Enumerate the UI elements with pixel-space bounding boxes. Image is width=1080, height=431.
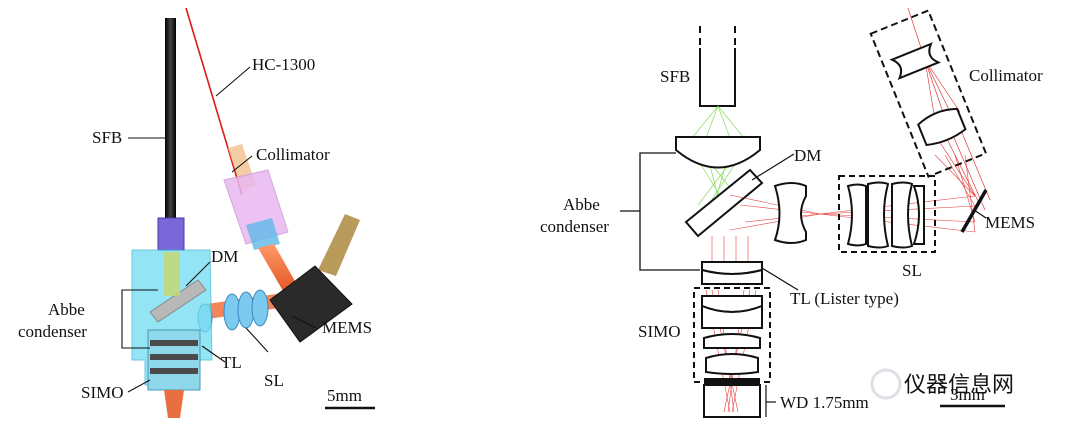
label-mems: MEMS [322,318,372,337]
left-render: SFB HC-1300 Collimator DM Abbe condenser… [18,7,375,418]
watermark-logo-icon [870,368,902,400]
internal-beam [164,252,180,296]
dm-leader [185,261,211,287]
wd-gap [703,384,761,418]
sl-doublet [773,182,807,244]
sfb-tube [699,26,736,107]
label-abbe-2: condenser [18,322,87,341]
right-schematic: SFB Collimator DM Abbe condenser MEMS SL… [540,7,1043,418]
collimator-lens [246,218,280,250]
label-collimator-2d: Collimator [969,66,1043,85]
left-scale-bar: 5mm [325,386,375,410]
watermark: 仪器信息网 [870,368,1014,400]
label-sl: SL [264,371,284,390]
sfb-connector [157,217,185,251]
collimator-leader [231,155,253,173]
mems-leader [291,315,317,329]
label-sl-2d: SL [902,261,922,280]
label-collimator: Collimator [256,145,330,164]
collimator-box [869,9,988,178]
sl-box [838,175,936,253]
hc1300-leader [215,66,251,97]
right-scale-bar: 3mm [940,385,1005,408]
abbe-bracket-2d [639,152,700,271]
abbe-bracket [121,289,158,349]
label-sfb: SFB [92,128,122,147]
mems-flex [318,214,360,276]
mems-leader-2d [973,209,987,219]
condenser-lens [675,136,761,169]
simo-lenses [701,295,763,375]
label-tl-2d: TL (Lister type) [790,289,899,308]
objective-tip [704,378,760,384]
dm-plate [149,279,207,323]
label-abbe-1: Abbe [48,300,85,319]
watermark-text: 仪器信息网 [904,372,1014,397]
dm-leader-2d [751,153,795,181]
label-mems-2d: MEMS [985,213,1035,232]
sl-leader [245,327,269,353]
label-simo: SIMO [81,383,124,402]
label-hc1300: HC-1300 [252,55,315,74]
tl-leader [201,345,226,363]
label-sfb-2d: SFB [660,67,690,86]
label-wd-2d: WD 1.75mm [780,393,869,412]
simo-leader [127,379,151,393]
label-abbe-2d-1: Abbe [563,195,600,214]
sfb-fiber [165,18,176,218]
left-scale-text: 5mm [327,386,362,405]
simo-stack [147,329,201,418]
dm-plate-2d [684,168,764,238]
simo-box [693,287,771,383]
label-abbe-2d-2: condenser [540,217,609,236]
beam-to-mems [258,244,300,296]
mems-mirror [960,189,988,233]
hc1300-fiber [185,7,243,196]
label-tl: TL [221,353,242,372]
right-scale-text: 3mm [950,385,985,404]
tl-lens [701,261,763,285]
label-dm-2d: DM [794,146,821,165]
label-dm: DM [211,247,238,266]
tl-leader-2d [761,267,799,291]
mems-chip [269,265,353,343]
sl-lenses [846,181,925,249]
label-simo-2d: SIMO [638,322,681,341]
